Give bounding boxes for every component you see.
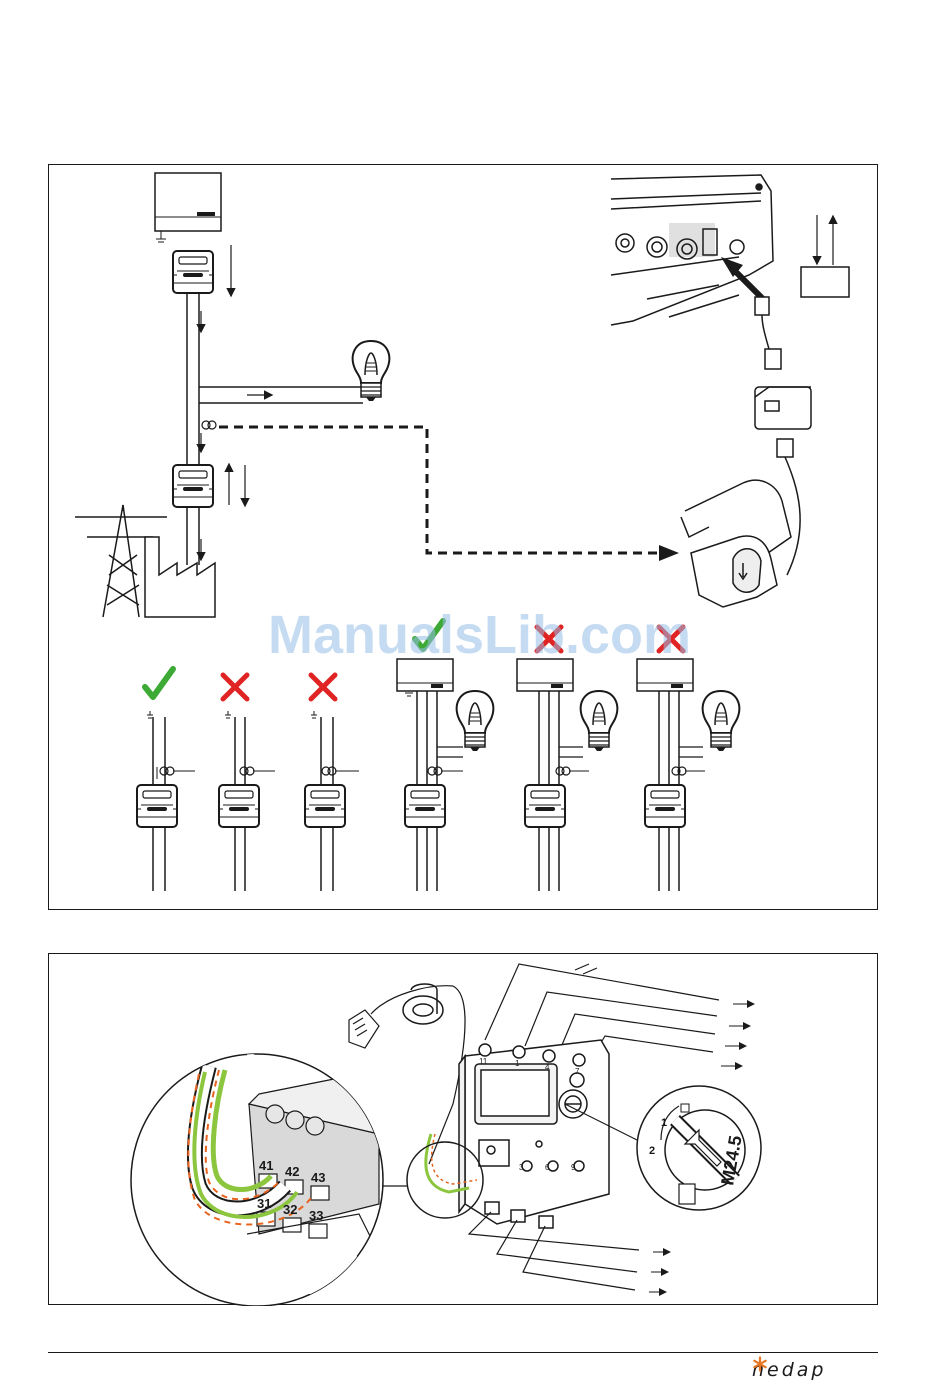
example-3-incorrect [305, 675, 359, 891]
example-1-correct [137, 669, 195, 891]
installation-diagram-panel [48, 164, 878, 910]
terminal-label-9: 9 [571, 1163, 576, 1172]
input-arrows [721, 1004, 753, 1066]
terminal-label-4: 4 [545, 1063, 550, 1072]
example-2-incorrect [219, 675, 275, 891]
example-5-incorrect [517, 627, 617, 891]
terminal-label-41: 41 [259, 1158, 273, 1173]
meter-wiring-panel: 11 1 4 7 3 6 9 [48, 953, 878, 1305]
cross-mark-icon [223, 675, 247, 699]
clamp-ct-sensor [681, 480, 791, 607]
example-6-incorrect [637, 627, 739, 891]
meter-wiring-diagram: 11 1 4 7 3 6 9 [49, 954, 879, 1306]
inverter-unit [155, 173, 221, 242]
charger-detail-illustration [611, 175, 773, 325]
flow-indicator-box [801, 215, 849, 297]
load-bulb-icon [353, 341, 390, 401]
installation-diagram [49, 165, 879, 911]
ferrite-ring-icon [403, 984, 443, 1024]
terminal-label-11: 11 [479, 1057, 488, 1066]
dial-position-1: 1 [661, 1117, 667, 1129]
terminal-label-33: 33 [309, 1208, 323, 1223]
selector-dial-detail: 1 2 M24.5 [637, 1086, 761, 1210]
nedap-logo: nedap [752, 1356, 827, 1384]
nedap-star-icon [752, 1356, 768, 1372]
terminal-label-3: 3 [519, 1163, 524, 1172]
terminal-zoom-detail: 41 42 43 31 32 33 [131, 1050, 383, 1306]
energy-meter-body [459, 1040, 609, 1228]
terminal-label-43: 43 [311, 1170, 325, 1185]
cross-mark-icon [311, 675, 335, 699]
generation-meter-icon [173, 251, 213, 293]
current-transformer-icon [202, 421, 216, 429]
footer-divider [48, 1352, 878, 1353]
manualslib-watermark: ManualsLib.com [268, 604, 691, 666]
terminal-label-1: 1 [515, 1059, 520, 1068]
terminal-label-31: 31 [257, 1196, 271, 1211]
terminal-label-6: 6 [545, 1163, 550, 1172]
terminal-label-7: 7 [575, 1067, 580, 1076]
power-grid-icon [75, 505, 215, 617]
terminal-label-42: 42 [285, 1164, 299, 1179]
output-arrows [649, 1252, 669, 1292]
dial-position-2: 2 [649, 1145, 655, 1157]
terminal-label-32: 32 [283, 1202, 297, 1217]
check-mark-icon [145, 669, 173, 697]
grid-meter-icon [173, 465, 213, 507]
